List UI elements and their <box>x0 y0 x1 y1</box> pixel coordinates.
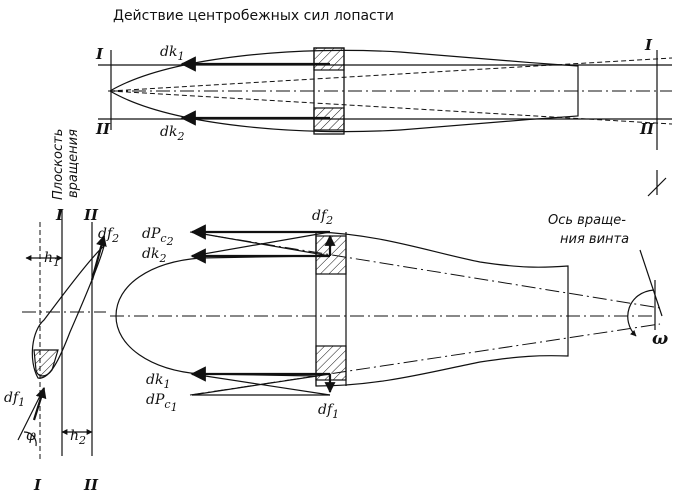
axis-leader <box>639 249 663 317</box>
profile-label-phi: φ <box>26 428 36 444</box>
top-label-I-left: I <box>95 45 104 63</box>
top-view: I II I II dk1 dk2 <box>95 36 673 197</box>
svg-text:Плоскость: Плоскость <box>51 129 66 200</box>
profile-label-h1: h1 <box>44 250 60 269</box>
diagram-title: Действие центробежных сил лопасти <box>113 8 394 24</box>
rotation-arrow <box>627 289 655 337</box>
profile-label-h2: h2 <box>70 428 86 447</box>
profile-arrow-df2 <box>90 234 107 281</box>
top-label-dk2: dk2 <box>160 124 184 143</box>
top-label-I-right: I <box>644 36 653 54</box>
bottom-label-dk1: dk1 <box>146 372 170 391</box>
svg-text:вращения: вращения <box>66 129 81 198</box>
omega-label: ω <box>652 329 668 349</box>
profile-label-df2: df2 <box>98 226 119 245</box>
bottom-diag-lower-2 <box>191 373 331 396</box>
profile-label-I-top: I <box>55 206 64 224</box>
profile-arrow-df1 <box>32 386 47 421</box>
bottom-label-dPc1: dPc1 <box>146 392 178 414</box>
axis-of-rotation-label: Ось враще- ния винта <box>548 213 663 317</box>
profile-phi-arc <box>23 431 37 447</box>
axis-tick <box>647 177 667 197</box>
profile-label-df1: df1 <box>4 390 25 409</box>
bottom-label-dPc2: dPc2 <box>142 226 174 248</box>
bottom-label-dk2: dk2 <box>142 246 166 265</box>
top-dash-lower <box>109 90 673 125</box>
bottom-view: df2 dPc2 dk2 dk1 dPc1 df1 ω <box>110 208 668 421</box>
bottom-diag-upper-2 <box>191 231 331 257</box>
top-dash-upper <box>109 57 673 92</box>
svg-text:ния винта: ния винта <box>560 232 629 247</box>
profile-label-II-top: II <box>83 206 99 224</box>
svg-text:Ось враще-: Ось враще- <box>548 213 626 228</box>
profile-chord-line <box>17 395 41 441</box>
profile-hatch <box>33 349 59 377</box>
profile-label-II-bottom: II <box>83 476 99 494</box>
top-section-hatch-upper <box>313 47 345 71</box>
profile-label-I-bottom: I <box>33 476 42 494</box>
plane-of-rotation-label: Плоскость вращения <box>51 129 81 200</box>
top-label-dk1: dk1 <box>160 44 184 63</box>
bottom-label-df2: df2 <box>312 208 333 227</box>
top-blade-outline <box>108 49 579 133</box>
profile-view: I II I II h1 h2 df2 df1 φ <box>4 206 119 494</box>
bottom-label-df1: df1 <box>318 402 339 421</box>
top-label-II-left: II <box>95 120 111 138</box>
top-label-II-right: II <box>639 120 655 138</box>
